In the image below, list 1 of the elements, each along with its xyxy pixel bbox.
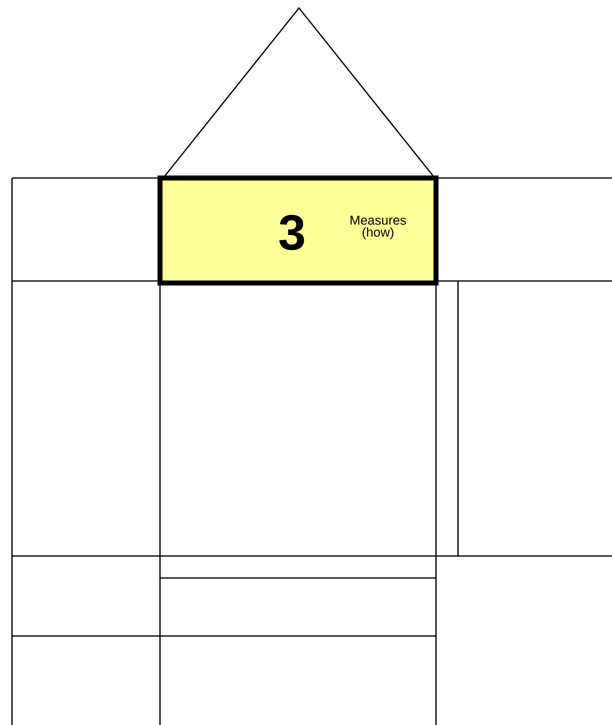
section-box: 3 Measures (how)	[158, 176, 438, 286]
